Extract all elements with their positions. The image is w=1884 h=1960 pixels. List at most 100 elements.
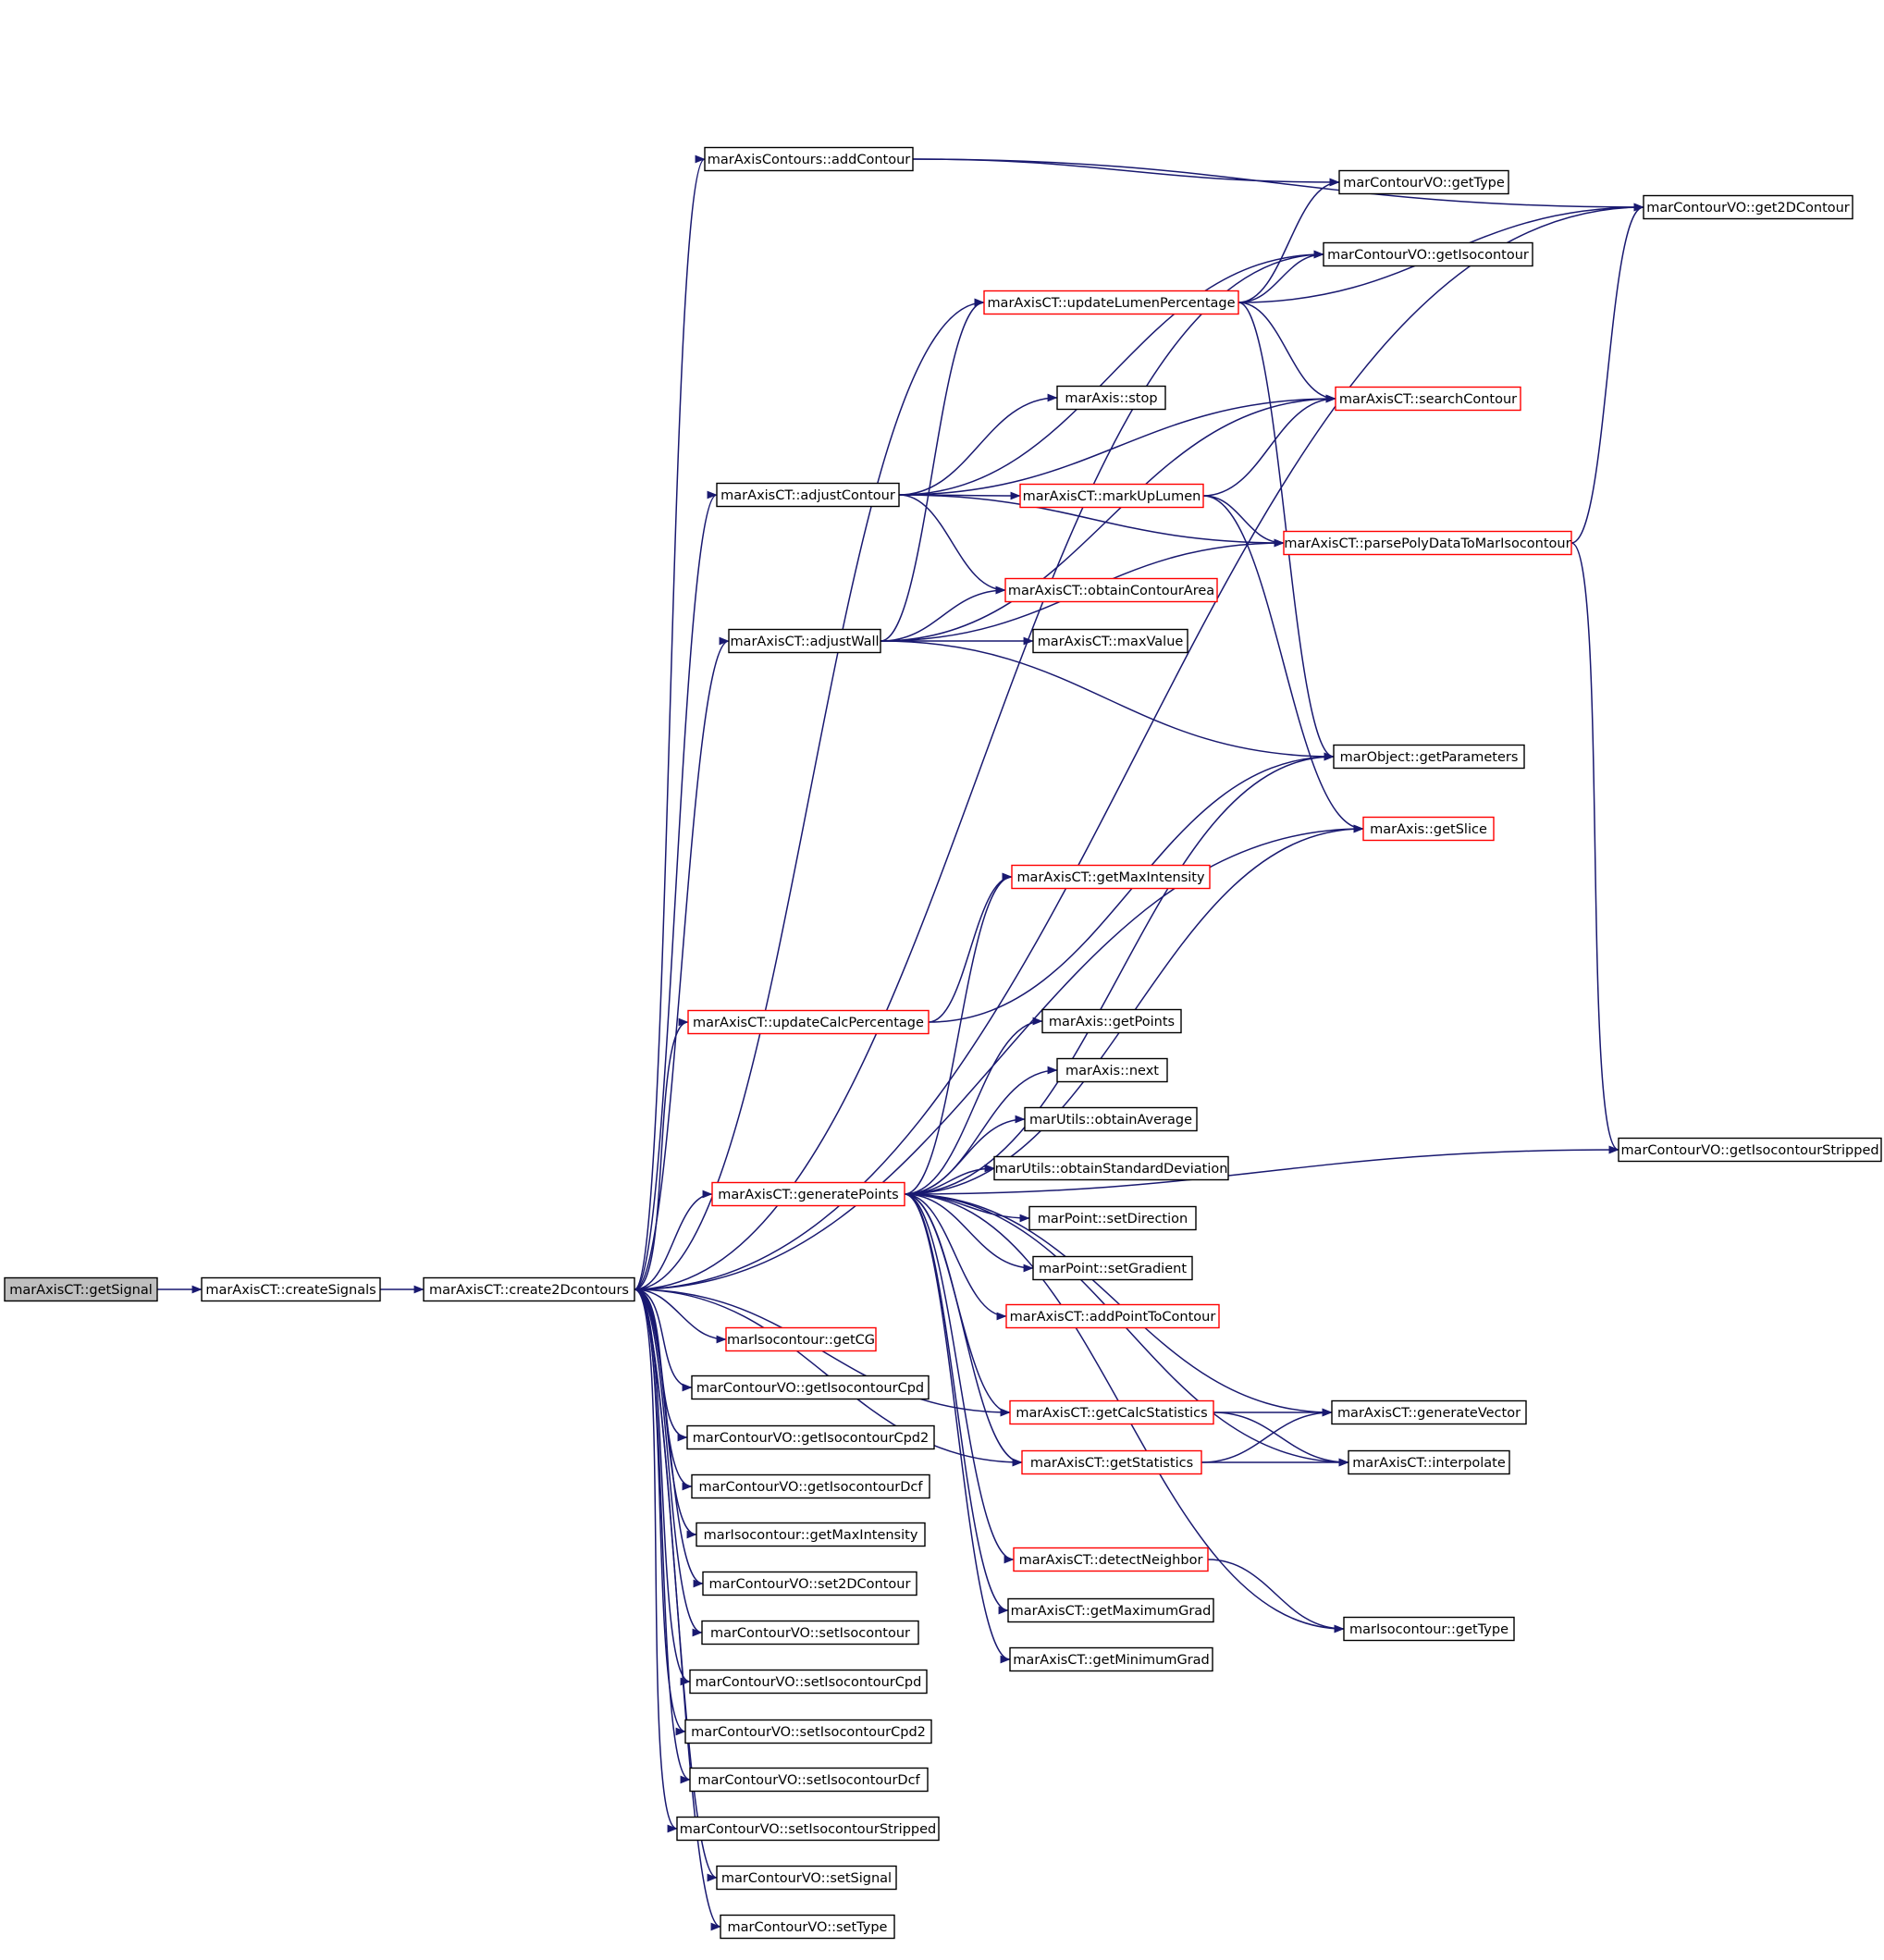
edge-parsePolyData-to-get2DContour (1570, 203, 1644, 544)
edge-updateCalcPercentage-to-getMaxIntensity (928, 872, 1013, 1023)
node-updatelumenpercentage[interactable]: marAxisCT::updateLumenPercentage (983, 290, 1239, 315)
node-createsignals[interactable]: marAxisCT::createSignals (201, 1276, 381, 1302)
node-generatepoints[interactable]: marAxisCT::generatePoints (711, 1181, 905, 1207)
edge-generatePoints-to-obtainStdDev (904, 1164, 995, 1195)
node-box (1335, 386, 1521, 412)
node-getmaximumgrad[interactable]: marAxisCT::getMaximumGrad (1007, 1597, 1214, 1623)
edge-generatePoints-to-detectNeighbor (904, 1193, 1015, 1564)
node-setdirection[interactable]: marPoint::setDirection (1028, 1205, 1197, 1231)
edge-create2Dcontours-to-addContour (634, 154, 706, 1290)
node-label: marAxisCT::detectNeighbor (1019, 1553, 1203, 1568)
node-label: marContourVO::getIsocontourCpd2 (693, 1431, 929, 1446)
node-label: marAxisCT::addPointToContour (1010, 1310, 1216, 1325)
node-box (725, 1326, 877, 1352)
node-box (1009, 1399, 1214, 1425)
node-getmaxintensity[interactable]: marAxisCT::getMaxIntensity (1011, 864, 1211, 890)
node-getcalcstatistics[interactable]: marAxisCT::getCalcStatistics (1009, 1399, 1214, 1425)
node-create2dcontours[interactable]: marAxisCT::create2Dcontours (423, 1276, 635, 1302)
node-label: marAxisCT::getSignal (9, 1283, 153, 1298)
node-adjustcontour[interactable]: marAxisCT::adjustContour (716, 482, 900, 508)
node-markuplumen[interactable]: marAxisCT::markUpLumen (1019, 483, 1204, 509)
edge-create2Dcontours-to-setType (634, 1288, 721, 1931)
node-box (728, 628, 881, 654)
node-box (1021, 1449, 1202, 1475)
node-adjustwall[interactable]: marAxisCT::adjustWall (728, 628, 881, 654)
node-isogetmaxintensity[interactable]: marIsocontour::getMaxIntensity (696, 1522, 926, 1547)
node-box (1362, 816, 1495, 842)
edge-updateCalcPercentage-to-getParameters (928, 752, 1335, 1023)
edge-create2Dcontours-to-updateLumenPercentage (634, 298, 985, 1290)
node-label: marAxisCT::create2Dcontours (429, 1283, 629, 1298)
node-setisocontourstripped[interactable]: marContourVO::setIsocontourStripped (676, 1816, 940, 1842)
node-getslice[interactable]: marAxis::getSlice (1362, 816, 1495, 842)
node-getminimumgrad[interactable]: marAxisCT::getMinimumGrad (1009, 1646, 1213, 1672)
edge-parsePolyData-to-getIsocontourStripped (1570, 542, 1619, 1154)
node-maxvalue[interactable]: marAxisCT::maxValue (1032, 628, 1188, 654)
node-getpoints[interactable]: marAxis::getPoints (1041, 1008, 1182, 1034)
node-parsepolydata[interactable]: marAxisCT::parsePolyDataToMarIsocontour (1283, 530, 1572, 556)
node-stop[interactable]: marAxis::stop (1056, 385, 1166, 411)
node-getisocontourdcf[interactable]: marContourVO::getIsocontourDcf (691, 1473, 930, 1499)
node-getsignal[interactable]: marAxisCT::getSignal (4, 1276, 158, 1302)
node-label: marContourVO::getIsocontourStripped (1620, 1143, 1878, 1158)
node-getstatistics[interactable]: marAxisCT::getStatistics (1021, 1449, 1202, 1475)
edge-adjustContour-to-getIsocontour (898, 250, 1324, 496)
edge-generatePoints-to-setGradient (904, 1193, 1034, 1273)
node-gettype-vo[interactable]: marContourVO::getType (1338, 169, 1509, 195)
node-getparameters[interactable]: marObject::getParameters (1333, 744, 1525, 770)
node-getisocontourstripped[interactable]: marContourVO::getIsocontourStripped (1618, 1137, 1882, 1163)
node-label: marAxisCT::maxValue (1038, 635, 1184, 649)
node-interpolate[interactable]: marAxisCT::interpolate (1348, 1449, 1510, 1475)
node-detectneighbor[interactable]: marAxisCT::detectNeighbor (1013, 1547, 1209, 1572)
node-settype[interactable]: marContourVO::setType (720, 1914, 895, 1940)
node-box (686, 1424, 935, 1450)
node-label: marAxisCT::getMaxIntensity (1016, 870, 1205, 885)
edge-generatePoints-to-generateVector (904, 1193, 1333, 1417)
node-setisocontourcpd2[interactable]: marContourVO::setIsocontourCpd2 (684, 1719, 932, 1744)
edge-generatePoints-to-getMinimumGrad (904, 1193, 1011, 1664)
node-setgradient[interactable]: marPoint::setGradient (1032, 1255, 1193, 1281)
node-addcontour[interactable]: marAxisContours::addContour (704, 146, 914, 172)
node-getcg[interactable]: marIsocontour::getCG (725, 1326, 877, 1352)
node-isogettype[interactable]: marIsocontour::getType (1343, 1616, 1515, 1642)
edge-updateLumenPercentage-to-getType_vo (1238, 178, 1340, 303)
node-box (1041, 1008, 1182, 1034)
node-updatecalcpercentage[interactable]: marAxisCT::updateCalcPercentage (687, 1009, 930, 1035)
node-label: marAxisContours::addContour (708, 153, 910, 167)
node-box (1032, 1255, 1193, 1281)
node-obtainaverage[interactable]: marUtils::obtainAverage (1024, 1106, 1198, 1132)
node-next[interactable]: marAxis::next (1056, 1057, 1168, 1083)
node-addpointtocontour[interactable]: marAxisCT::addPointToContour (1005, 1303, 1220, 1329)
node-obtainstddev[interactable]: marUtils::obtainStandardDeviation (993, 1155, 1229, 1181)
node-getisocontour[interactable]: marContourVO::getIsocontour (1323, 241, 1533, 267)
node-box (1013, 1547, 1209, 1572)
node-obtaincontourarea[interactable]: marAxisCT::obtainContourArea (1004, 577, 1218, 603)
node-setisocontourdcf[interactable]: marContourVO::setIsocontourDcf (689, 1767, 929, 1793)
node-label: marContourVO::setIsocontourCpd2 (691, 1725, 926, 1740)
node-setsignal[interactable]: marContourVO::setSignal (716, 1865, 897, 1891)
node-label: marAxis::stop (1065, 391, 1157, 406)
edge-create2Dcontours-to-adjustContour (634, 490, 718, 1290)
node-getisocontourcpd2[interactable]: marContourVO::getIsocontourCpd2 (686, 1424, 935, 1450)
edge-markUpLumen-to-getSlice (1202, 495, 1364, 833)
node-box (1331, 1399, 1527, 1425)
node-setisocontourcpd[interactable]: marContourVO::setIsocontourCpd (689, 1669, 928, 1695)
node-get2dcontour[interactable]: marContourVO::get2DContour (1643, 194, 1853, 220)
node-searchcontour[interactable]: marAxisCT::searchContour (1335, 386, 1521, 412)
node-label: marPoint::setGradient (1039, 1262, 1187, 1276)
node-box (684, 1719, 932, 1744)
node-box (689, 1669, 928, 1695)
edge-create2Dcontours-to-updateCalcPercentage (634, 1017, 689, 1290)
node-set2dcontour[interactable]: marContourVO::set2DContour (702, 1571, 917, 1596)
edge-markUpLumen-to-parsePolyData (1202, 495, 1285, 548)
node-box (711, 1181, 905, 1207)
node-setisocontour[interactable]: marContourVO::setIsocontour (701, 1620, 919, 1646)
edge-create2Dcontours-to-getIsocontour (634, 250, 1324, 1290)
node-getisocontourcpd[interactable]: marContourVO::getIsocontourCpd (691, 1374, 930, 1400)
node-label: marAxis::getSlice (1370, 822, 1487, 837)
edge-detectNeighbor-to-isoGetType (1207, 1559, 1345, 1633)
edge-adjustWall-to-searchContour (880, 394, 1336, 642)
node-generatevector[interactable]: marAxisCT::generateVector (1331, 1399, 1527, 1425)
node-box (716, 1865, 897, 1891)
function-nodes: marAxisCT::getSignal marAxisCT::createSig… (4, 146, 1882, 1940)
